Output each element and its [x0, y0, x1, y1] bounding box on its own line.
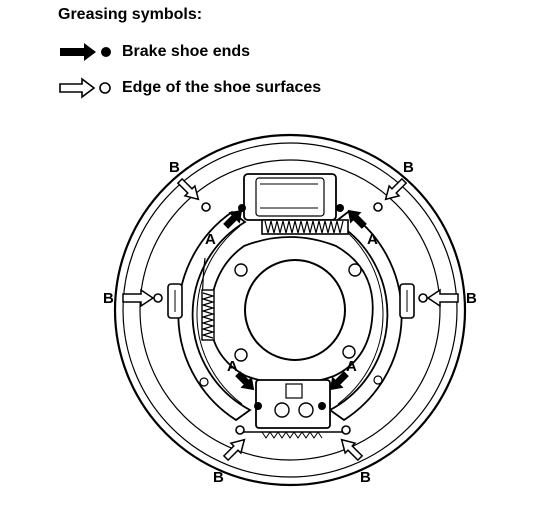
grease-dots [238, 204, 344, 410]
legend-item-shoe-surface-edges: Edge of the shoe surfaces [58, 77, 321, 99]
filled-arrow-icon [235, 371, 255, 391]
legend-label: Brake shoe ends [122, 43, 251, 60]
filled-arrow-icon [329, 371, 349, 391]
filled-arrow-dot-icon [60, 43, 111, 61]
backing-plate [113, 133, 467, 487]
adjuster-spring [200, 257, 216, 341]
hollow-arrow-icon [222, 438, 246, 462]
hollow-arrow-icon [122, 288, 155, 308]
callout-a: A [367, 231, 378, 248]
legend-title: Greasing symbols: [58, 6, 203, 23]
shoe-end-arrows [223, 209, 367, 391]
legend-item-brake-shoe-ends: Brake shoe ends [58, 41, 250, 63]
callout-b: B [403, 159, 414, 176]
filled-arrow-icon [347, 209, 367, 229]
callout-b: B [169, 159, 180, 176]
callout-b: B [213, 469, 224, 486]
callout-a: A [346, 358, 357, 375]
shoe-edge-arrows [122, 177, 459, 462]
hold-down-pins [167, 283, 415, 319]
callout-b: B [360, 469, 371, 486]
callout-b: B [466, 290, 477, 307]
upper-return-spring [261, 219, 349, 235]
hollow-arrow-circle-icon [59, 77, 111, 99]
hub-plate [199, 236, 383, 387]
wheel-cylinder [243, 173, 337, 221]
anchor-block [240, 379, 346, 439]
hollow-arrow-icon [176, 177, 200, 201]
hollow-arrow-icon [426, 288, 459, 308]
callout-b: B [103, 290, 114, 307]
callout-labels: B B B B B B A A A A [103, 159, 477, 486]
edge-circles [153, 202, 428, 435]
callout-a: A [227, 358, 238, 375]
filled-arrow-icon [223, 209, 243, 229]
legend-label: Edge of the shoe surfaces [122, 79, 322, 96]
callout-a: A [205, 231, 216, 248]
hollow-arrow-icon [384, 177, 408, 201]
hollow-arrow-icon [340, 438, 364, 462]
